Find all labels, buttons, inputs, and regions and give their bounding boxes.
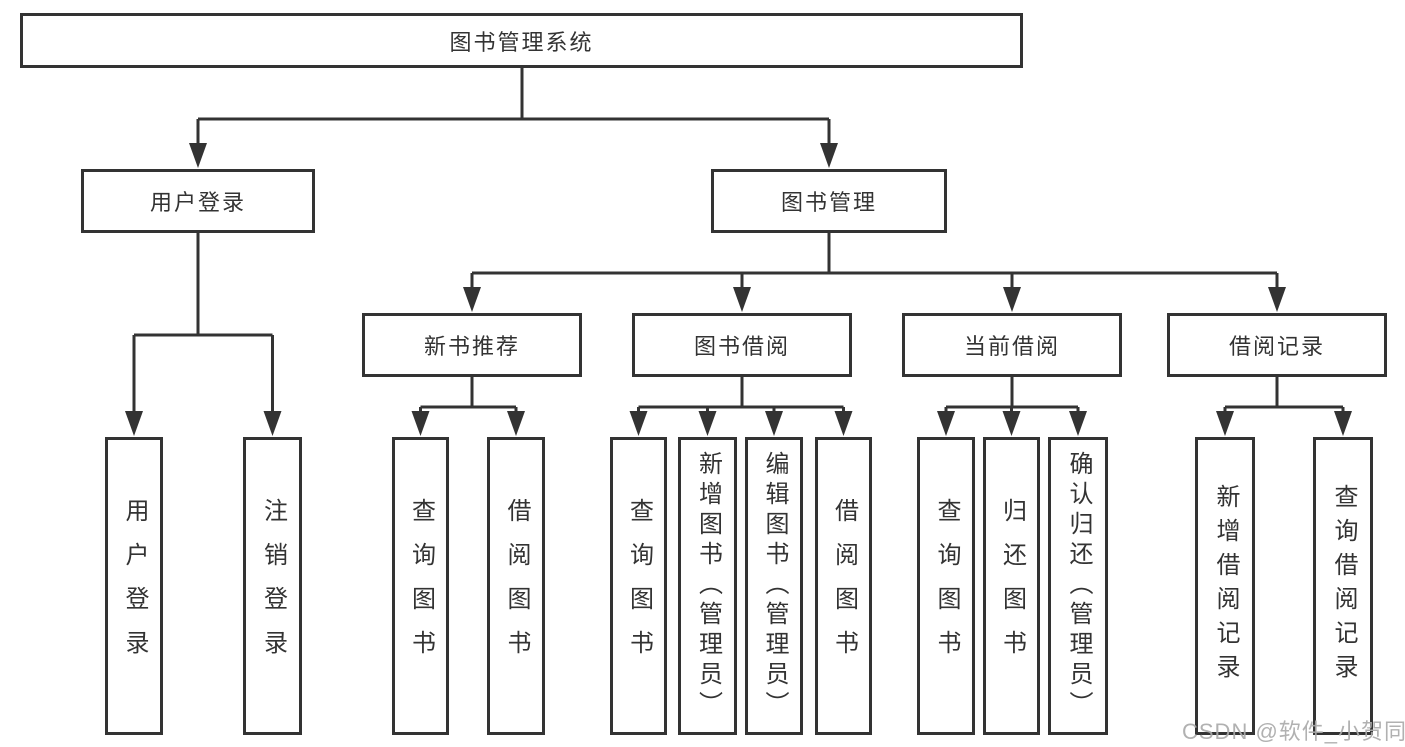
- arrowhead: [733, 287, 751, 312]
- node-borrowing-records-label: 借阅记录: [1228, 334, 1325, 359]
- leaf-logout: 注销登录: [243, 437, 302, 735]
- node-library-management-system: 图书管理系统: [20, 13, 1023, 68]
- connector-user-login: [132, 233, 274, 414]
- arrowhead: [765, 411, 783, 436]
- arrowhead: [1069, 411, 1087, 436]
- leaf-br-query-borrow-record-label: 查询借阅记录: [1330, 484, 1357, 688]
- leaf-nb-borrow-books-label: 借阅图书: [503, 498, 530, 674]
- connector-book-borrowing: [637, 377, 845, 414]
- node-new-book-recommendation-label: 新书推荐: [423, 334, 520, 359]
- leaf-logout-label: 注销登录: [259, 498, 287, 674]
- leaf-bb-query-books-label: 查询图书: [625, 498, 653, 674]
- arrowhead: [629, 411, 648, 436]
- leaf-user-login-label: 用户登录: [121, 498, 148, 674]
- node-new-book-recommendation: 新书推荐: [362, 313, 582, 377]
- arrowhead: [834, 411, 853, 436]
- arrowhead: [1334, 411, 1352, 436]
- leaf-cb-return-books-label: 归还图书: [998, 498, 1026, 674]
- arrowhead: [125, 411, 143, 436]
- arrowhead: [820, 143, 838, 168]
- leaf-bb-query-books: 查询图书: [610, 437, 667, 735]
- arrowhead: [463, 287, 481, 312]
- leaf-br-query-borrow-record: 查询借阅记录: [1313, 437, 1373, 735]
- arrowhead: [189, 143, 207, 168]
- arrowhead: [1268, 287, 1286, 312]
- leaf-br-add-borrow-record: 新增借阅记录: [1195, 437, 1255, 735]
- arrowhead: [263, 411, 282, 436]
- leaf-nb-query-books-label: 查询图书: [407, 498, 435, 674]
- leaf-nb-query-books: 查询图书: [392, 437, 449, 735]
- node-current-borrowing-label: 当前借阅: [963, 334, 1060, 359]
- node-borrowing-records: 借阅记录: [1167, 313, 1387, 377]
- node-user-login: 用户登录: [81, 169, 315, 233]
- leaf-cb-query-books: 查询图书: [917, 437, 975, 735]
- node-book-borrowing: 图书借阅: [632, 313, 852, 377]
- leaf-cb-return-books: 归还图书: [983, 437, 1040, 735]
- leaf-nb-borrow-books: 借阅图书: [487, 437, 545, 735]
- connector-current-borrowing: [944, 377, 1080, 414]
- node-current-borrowing: 当前借阅: [902, 313, 1122, 377]
- arrowhead: [937, 411, 955, 436]
- leaf-bb-borrow-books: 借阅图书: [815, 437, 872, 735]
- leaf-bb-edit-books-admin-label: 编辑图书（管理员）: [761, 451, 788, 721]
- arrowhead: [1003, 287, 1021, 312]
- leaf-bb-add-books-admin: 新增图书（管理员）: [678, 437, 737, 735]
- connector-book-management: [470, 233, 1279, 290]
- node-book-management: 图书管理: [711, 169, 947, 233]
- leaf-cb-query-books-label: 查询图书: [933, 498, 960, 674]
- leaf-bb-add-books-admin-label: 新增图书（管理员）: [694, 451, 722, 721]
- arrowhead: [507, 411, 525, 436]
- leaf-cb-confirm-return-admin-label: 确认归还（管理员）: [1065, 451, 1092, 721]
- node-book-borrowing-label: 图书借阅: [693, 334, 790, 359]
- connector-new-book-recommendation: [419, 377, 518, 414]
- watermark: CSDN @软件_小贺同学: [1182, 719, 1405, 744]
- arrowhead: [411, 411, 430, 436]
- connector-borrowing-records: [1223, 377, 1345, 414]
- connector-root-to-level2: [196, 67, 831, 146]
- arrowhead: [698, 411, 717, 436]
- leaf-bb-edit-books-admin: 编辑图书（管理员）: [745, 437, 803, 735]
- leaf-bb-borrow-books-label: 借阅图书: [830, 498, 858, 674]
- arrowhead: [1002, 411, 1021, 436]
- arrowhead: [1216, 411, 1234, 436]
- node-book-management-label: 图书管理: [780, 190, 877, 215]
- leaf-cb-confirm-return-admin: 确认归还（管理员）: [1048, 437, 1108, 735]
- leaf-user-login: 用户登录: [105, 437, 163, 735]
- node-library-management-system-label: 图书管理系统: [449, 29, 594, 55]
- node-user-login-label: 用户登录: [149, 190, 246, 215]
- leaf-br-add-borrow-record-label: 新增借阅记录: [1212, 484, 1239, 688]
